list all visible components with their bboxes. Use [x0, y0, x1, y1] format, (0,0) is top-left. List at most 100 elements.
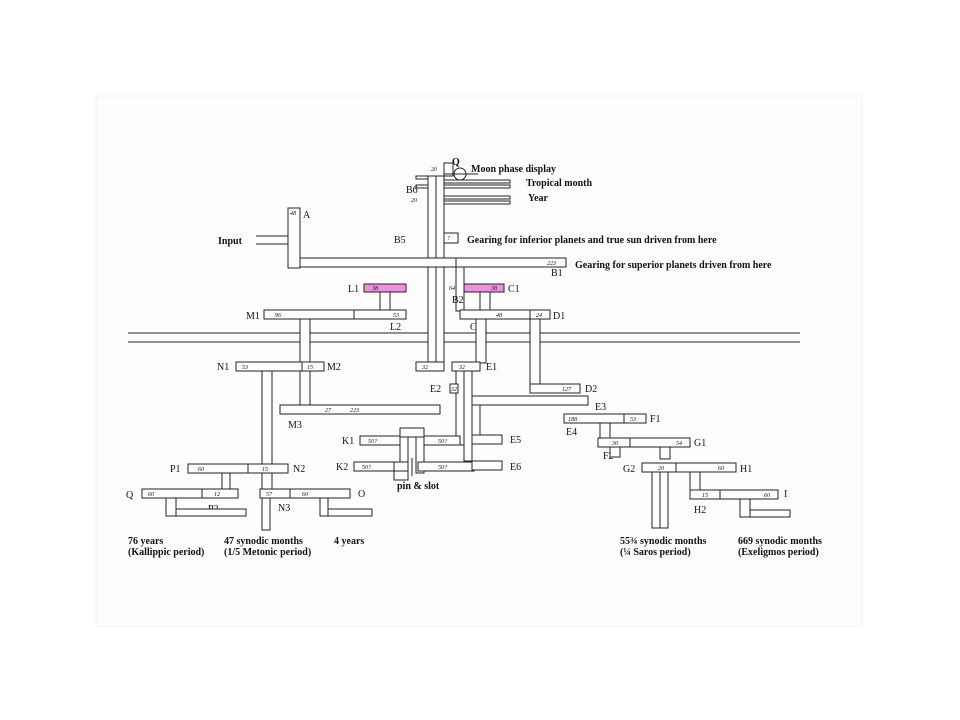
teeth-P1: 60: [198, 467, 204, 473]
gear-name-B6: B6: [406, 185, 418, 196]
gear-E2: [449, 383, 459, 394]
teeth-C1: 38: [490, 286, 497, 292]
moon-phase-label: Moon phase display: [471, 164, 556, 175]
teeth-O: 60: [302, 492, 308, 498]
gear-name-F2: F2: [603, 451, 614, 462]
gear-name-K1: K1: [342, 436, 354, 447]
gear-E1-right: [451, 361, 481, 372]
teeth-K2a: 50?: [362, 465, 371, 471]
gear-name-N1: N1: [217, 362, 229, 373]
gear-name-G1: G1: [694, 438, 706, 449]
gear-L1: [363, 283, 407, 293]
gear-name-C1: C1: [508, 284, 520, 295]
gear-name-Q-top: Q: [452, 157, 460, 168]
gear-F1: [623, 413, 647, 424]
year-label: Year: [528, 193, 549, 204]
input-label: Input: [218, 236, 243, 247]
gear-name-A: A: [303, 210, 311, 221]
gear-K2-left: [353, 461, 395, 472]
gear-name-K2: K2: [336, 462, 348, 473]
gear-E1-left: [415, 361, 445, 372]
gear-K2-mid: [393, 461, 409, 472]
teeth-G2: 20: [658, 466, 664, 472]
teeth-K2b: 50?: [438, 465, 447, 471]
teeth-K1b: 50?: [438, 439, 447, 445]
teeth-P2: 12: [214, 492, 220, 498]
gear-name-N3: N3: [278, 503, 290, 514]
inferior-label: Gearing for inferior planets and true su…: [467, 235, 717, 246]
gear-name-D2: D2: [585, 384, 597, 395]
metonic-line2: (1/5 Metonic period): [224, 547, 311, 558]
gear-M2: [301, 361, 325, 372]
gear-name-E5: E5: [510, 435, 521, 446]
gear-B5: [443, 232, 459, 244]
gear-name-D1: D1: [553, 311, 565, 322]
teeth-M3b: 223: [350, 408, 359, 414]
gear-name-B5: B5: [394, 235, 406, 246]
gear-C2: [459, 309, 531, 320]
gear-H1: [675, 462, 737, 473]
exeligmos-line2: (Exeligmos period): [738, 547, 819, 558]
kallippic-line2: (Kallippic period): [128, 547, 204, 558]
gear-P1: [187, 463, 249, 474]
gear-name-P1: P1: [170, 464, 181, 475]
teeth-D2: 127: [562, 387, 572, 393]
gear-name-H2: H2: [694, 505, 706, 516]
gear-K1-left: [359, 435, 401, 446]
gear-N3: [259, 488, 291, 499]
gear-P2: [201, 488, 239, 499]
teeth-Q-bottom: 60: [148, 492, 154, 498]
gear-N2: [247, 463, 289, 474]
gear-name-L2: L2: [390, 322, 401, 333]
teeth-E1b: 32: [458, 365, 465, 371]
gear-B1: [455, 257, 567, 268]
gear-name-E6: E6: [510, 462, 521, 473]
exeligmos-line1: 669 synodic months: [738, 536, 822, 547]
gear-O: [289, 488, 351, 499]
gear-name-I: I: [784, 489, 787, 500]
teeth-N2: 15: [262, 467, 268, 473]
teeth-B6: 20: [411, 198, 417, 204]
gear-name-O: O: [358, 489, 365, 500]
saros-line1: 55¾ synodic months: [620, 536, 707, 547]
teeth-I: 60: [764, 493, 770, 499]
teeth-Q-top: 20: [431, 167, 437, 173]
teeth-B2: 64: [449, 285, 455, 292]
superior-label: Gearing for superior planets driven from…: [575, 260, 772, 271]
gear-D2: [529, 383, 581, 394]
gear-name-L1: L1: [348, 284, 359, 295]
teeth-C2: 48: [496, 312, 502, 319]
teeth-D1: 24: [536, 312, 542, 319]
gear-E5: [471, 434, 503, 445]
four-years-label: 4 years: [334, 536, 364, 547]
teeth-N3: 57: [266, 492, 273, 498]
gear-name-G2: G2: [623, 464, 635, 475]
teeth-E2: 32: [450, 387, 457, 393]
kallippic-line1: 76 years: [128, 536, 163, 547]
gear-name-H1: H1: [740, 464, 752, 475]
pin-slot-label: pin & slot: [397, 481, 440, 492]
gear-name-F1: F1: [650, 414, 661, 425]
gear-name-M3: M3: [288, 420, 302, 431]
gear-C1: [463, 283, 505, 293]
teeth-A: 48: [290, 210, 296, 217]
gear-name-B2: B2: [452, 295, 464, 306]
gear-name-N2: N2: [293, 464, 305, 475]
tropical-month-label: Tropical month: [526, 178, 592, 189]
teeth-N1: 53: [242, 365, 248, 371]
teeth-G1: 54: [676, 440, 682, 447]
teeth-L1: 38: [371, 286, 378, 292]
teeth-L2: 53: [393, 313, 399, 319]
teeth-K1a: 50?: [368, 439, 377, 445]
teeth-H1: 60: [718, 466, 724, 472]
gear-name-Q-bottom: Q: [126, 490, 134, 501]
teeth-B5: ?: [447, 236, 450, 242]
gear-M3: [279, 404, 441, 415]
teeth-E3: 188: [568, 417, 577, 423]
teeth-M1: 96: [275, 313, 281, 319]
gear-name-M2: M2: [327, 362, 341, 373]
gear-name-E1: E1: [486, 362, 497, 373]
saros-line2: (¼ Saros period): [620, 547, 691, 558]
teeth-M2: 15: [307, 365, 313, 371]
